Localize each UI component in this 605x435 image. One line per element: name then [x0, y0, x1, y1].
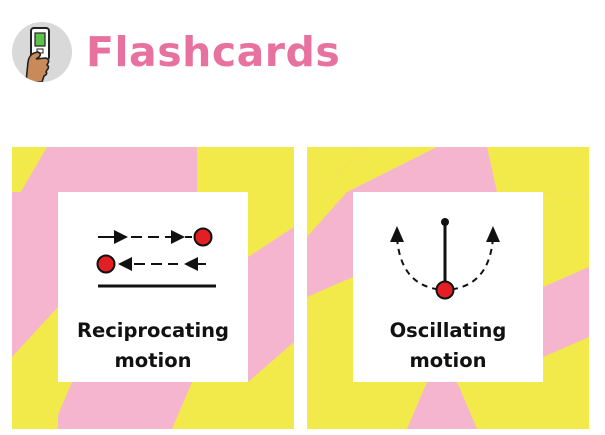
reciprocating-motion-icon — [96, 227, 216, 288]
card-label: Oscillating motion — [353, 316, 543, 376]
flashcard-reciprocating-motion[interactable]: Reciprocating motion — [12, 147, 294, 429]
card-label-line1: Reciprocating — [76, 319, 230, 342]
card-label: Reciprocating motion — [58, 316, 248, 376]
hand-holding-phone-icon — [12, 22, 72, 82]
card-label-line2: motion — [114, 349, 192, 372]
page-header: Flashcards — [12, 22, 592, 84]
card-label-line2: motion — [409, 349, 487, 372]
card-panel: Oscillating motion — [353, 192, 543, 382]
card-label-line1: Oscillating — [389, 319, 507, 342]
oscillating-motion-icon — [390, 218, 500, 300]
card-panel: Reciprocating motion — [58, 192, 248, 382]
flashcard-oscillating-motion[interactable]: Oscillating motion — [307, 147, 589, 429]
page-title: Flashcards — [86, 28, 341, 76]
